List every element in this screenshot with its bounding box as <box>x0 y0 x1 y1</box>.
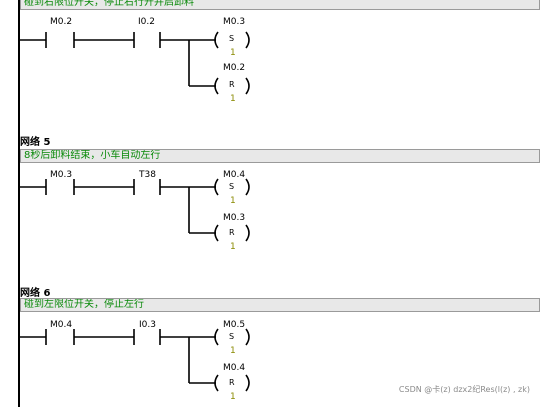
network-5-comment[interactable]: 8秒后卸料结束，小车自动左行 <box>20 149 540 163</box>
network-4-coil2-label[interactable]: M0.2 <box>223 63 246 73</box>
network-5-coil1-count: 1 <box>230 196 236 206</box>
network-6-coil1-label[interactable]: M0.5 <box>223 320 246 330</box>
network-5-coil2-label[interactable]: M0.3 <box>223 213 246 223</box>
network-4-coil2-op: R <box>229 80 235 89</box>
network-6-coil2-label[interactable]: M0.4 <box>223 363 246 373</box>
watermark-text: CSDN @卡(z) dzx2纪Res(l(z) , zk) <box>398 385 530 394</box>
network-4-coil2-count: 1 <box>230 94 236 104</box>
network-5-contact1-label[interactable]: M0.3 <box>50 170 73 180</box>
network-4-coil1-op: S <box>229 34 235 43</box>
network-6-coil2-op: R <box>229 378 235 387</box>
network-4-contact1-label[interactable]: M0.2 <box>50 17 73 27</box>
network-6-coil1-count: 1 <box>230 346 236 356</box>
network-6-coil2-count: 1 <box>230 392 236 402</box>
network-5-coil1-label[interactable]: M0.4 <box>223 170 246 180</box>
network-4-contact2-label[interactable]: I0.2 <box>138 17 155 27</box>
network-5-coil2-op: R <box>229 228 235 237</box>
network-4-coil1-count: 1 <box>230 48 236 58</box>
network-4-comment[interactable]: 碰到右限位开关，停止右行开并启卸料 <box>20 0 540 10</box>
left-power-rail <box>18 0 20 407</box>
network-6-contact1-label[interactable]: M0.4 <box>50 320 73 330</box>
network-5-coil1-op: S <box>229 182 235 191</box>
network-4-coil1-label[interactable]: M0.3 <box>223 17 246 27</box>
network-5-contact2-label[interactable]: T38 <box>139 170 156 180</box>
network-6-contact2-label[interactable]: I0.3 <box>139 320 156 330</box>
network-6-title[interactable]: 网络 6 <box>20 288 51 299</box>
network-5-coil2-count: 1 <box>230 242 236 252</box>
network-5-title[interactable]: 网络 5 <box>20 137 51 148</box>
network-6-coil1-op: S <box>229 332 235 341</box>
network-6-comment[interactable]: 碰到左限位开关，停止左行 <box>20 298 540 312</box>
